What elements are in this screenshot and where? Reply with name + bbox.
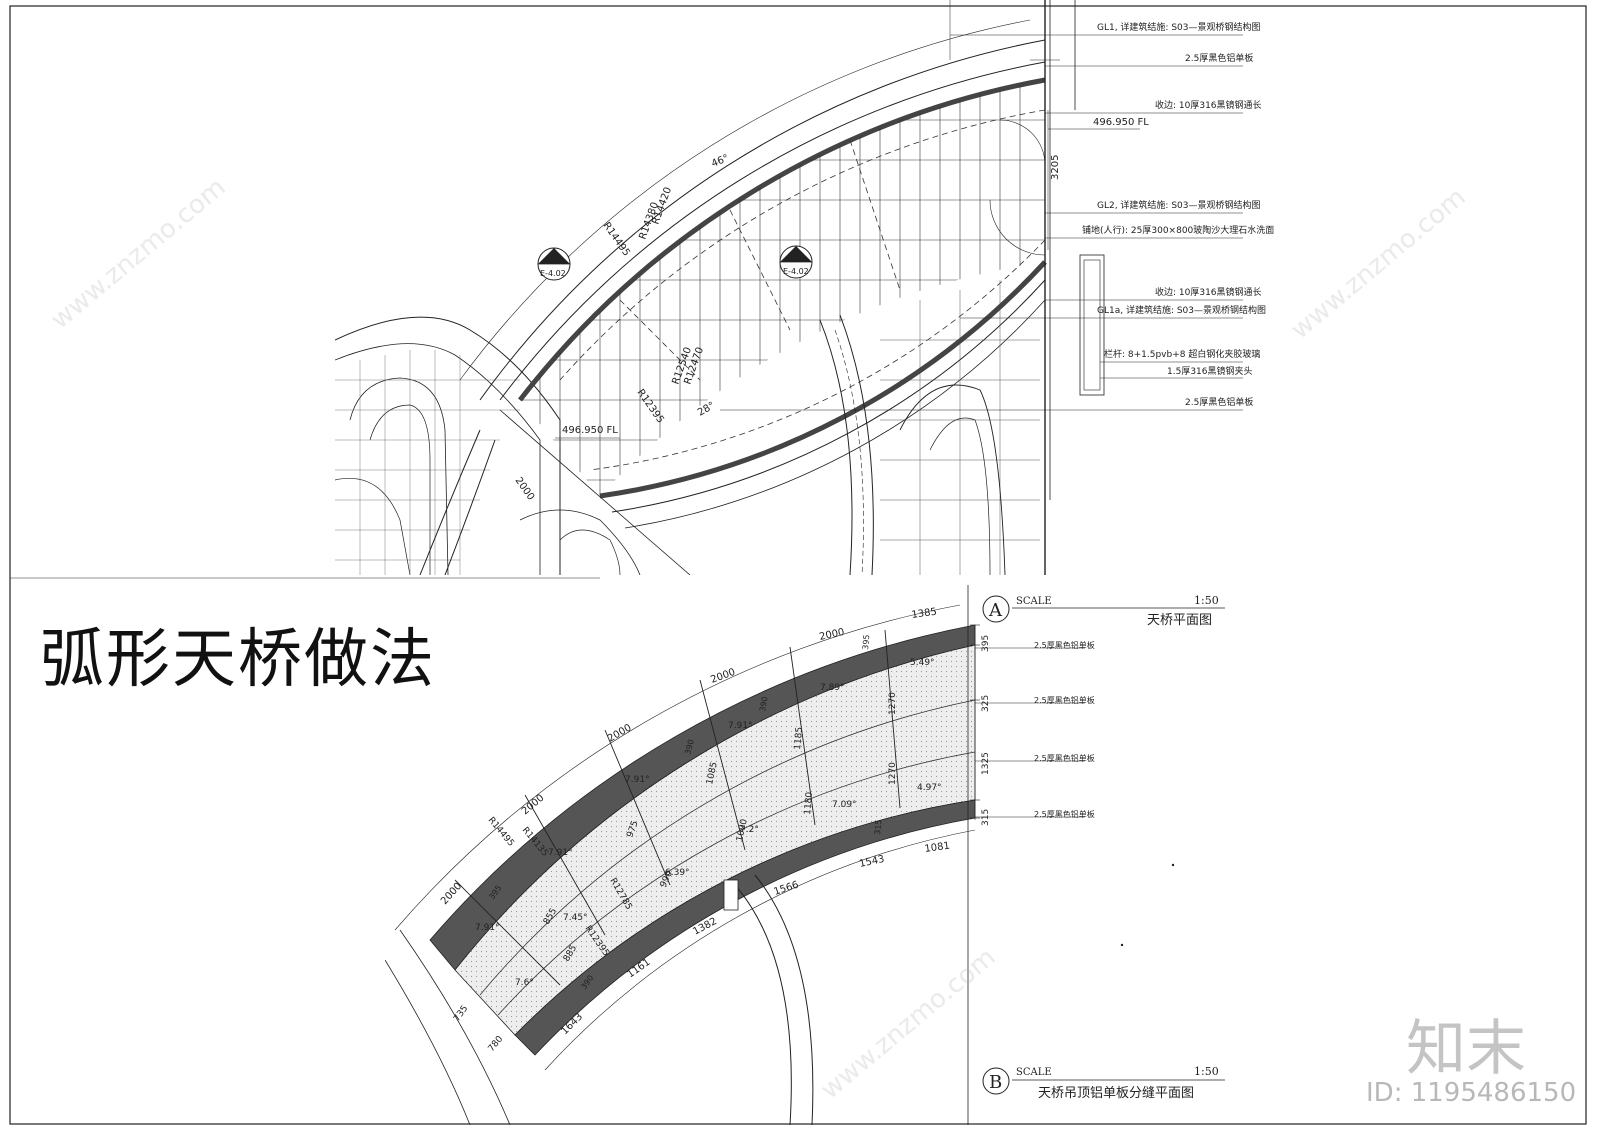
angle-5: 7.91° <box>548 848 573 858</box>
angle-10: 7.09° <box>832 800 857 810</box>
title-b-scale-label: SCALE <box>1016 1067 1052 1078</box>
edge-dim-2: 390 <box>758 696 770 713</box>
panel-label-2: 2.5厚黑色铝单板 <box>1034 695 1095 705</box>
angle-46: 46° <box>710 153 731 170</box>
width-1: 1270 <box>888 692 898 715</box>
section-marker-b: B E-4.02 <box>537 247 571 281</box>
angle-9: 7.2° <box>740 825 759 835</box>
outer-dim-3: 2000 <box>709 667 737 686</box>
inner-dim-1: 1081 <box>924 841 951 855</box>
outer-dim-5: 2000 <box>520 793 547 818</box>
callout-panel-1: 2.5厚黑色铝单板 <box>1185 52 1253 64</box>
drawing-title: 弧形天桥做法 <box>40 623 436 697</box>
title-b-name: 天桥吊顶铝单板分缝平面图 <box>1038 1086 1194 1101</box>
brand-logo: 知末 <box>1406 1014 1526 1084</box>
level-mark-1: 496.950 FL <box>1093 117 1149 128</box>
plan-a-leaders <box>555 34 1243 439</box>
inner-dim-3: 1566 <box>773 880 801 898</box>
outer-dim-4: 2000 <box>606 722 634 744</box>
watermark-text-1: www.znzmo.com <box>45 172 231 335</box>
inner-dim-2: 1543 <box>858 854 885 870</box>
angle-7: 7.6° <box>515 978 534 988</box>
width-6: 1090 <box>735 818 750 843</box>
panel-label-1: 2.5厚黑色铝单板 <box>1034 640 1095 650</box>
angle-28: 28° <box>696 400 717 418</box>
plan-b-right-dim-texts: 395 325 1325 315 2.5厚黑色铝单板 2.5厚黑色铝单板 2.5… <box>981 635 1095 826</box>
level-mark-2: 496.950 FL <box>562 425 618 436</box>
section-b-letter: B <box>550 254 556 263</box>
section-a-letter: A <box>792 252 798 261</box>
width-12: 780 <box>487 1034 506 1054</box>
id-label: ID: 1195486150 <box>1366 1078 1577 1108</box>
watermark-text-2: www.znzmo.com <box>815 942 1001 1105</box>
plan-b-drawing <box>385 604 976 1125</box>
width-4: 1180 <box>803 791 815 815</box>
watermark-text-3: www.znzmo.com <box>1285 182 1471 345</box>
right-dim-1: 395 <box>981 635 991 652</box>
title-a-name: 天桥平面图 <box>1147 613 1212 628</box>
plan-a-callouts: GL1, 详建筑结施: S03—景观桥钢结构图 2.5厚黑色铝单板 收边: 10… <box>1082 21 1274 408</box>
callout-gl1: GL1, 详建筑结施: S03—景观桥钢结构图 <box>1097 21 1261 33</box>
outer-dim-2: 2000 <box>818 627 845 643</box>
panel-label-3: 2.5厚黑色铝单板 <box>1034 753 1095 763</box>
plan-b-deck-annotations: 5.49° 7.89° 7.91° 7.91° 7.91° 7.91° 7.6°… <box>452 658 941 1054</box>
callout-gl1a: GL1a, 详建筑结施: S03—景观桥钢结构图 <box>1097 304 1266 316</box>
right-dim-2: 325 <box>981 695 991 712</box>
title-b-marker: B <box>989 1072 1002 1093</box>
angle-11: 4.97° <box>917 783 942 793</box>
section-a-ref: E-4.02 <box>783 267 809 276</box>
edge-dim-4: 315 <box>873 819 883 835</box>
outer-dim-1: 1385 <box>911 607 938 621</box>
angle-3: 7.91° <box>728 721 753 731</box>
callout-trim-1: 收边: 10厚316黑镜钢通长 <box>1155 99 1262 111</box>
section-b-ref: E-4.02 <box>540 269 566 278</box>
plan-a-drawing <box>335 0 1105 575</box>
plan-a-dimensions: 496.950 FL 496.950 FL 3205 46° 28° R1442… <box>513 117 1150 503</box>
title-a-scale-label: SCALE <box>1016 596 1052 607</box>
sheet-border <box>9 5 1587 1125</box>
edge-dim-3: 390 <box>683 738 696 755</box>
callout-railing: 栏杆: 8+1.5pvb+8 超白钢化夹胶玻璃 <box>1104 348 1260 360</box>
callout-clamp: 1.5厚316黑镜钢夹头 <box>1167 365 1253 377</box>
angle-2: 7.89° <box>820 683 845 693</box>
title-a-marker: A <box>988 600 1003 621</box>
edge-dim-1: 395 <box>861 634 871 650</box>
panel-label-4: 2.5厚黑色铝单板 <box>1034 809 1095 819</box>
right-dim-4: 315 <box>981 809 991 826</box>
width-5: 1085 <box>705 761 720 785</box>
width-2: 1270 <box>888 762 898 785</box>
right-dim-3: 1325 <box>981 752 991 775</box>
angle-8: 7.45° <box>563 913 588 923</box>
outer-dim-6: 2000 <box>439 881 464 907</box>
title-block-b: B SCALE 1:50 天桥吊顶铝单板分缝平面图 <box>982 1065 1225 1101</box>
b-radius-1: R14495 <box>486 816 516 849</box>
title-b-scale-value: 1:50 <box>1194 1065 1219 1078</box>
width-3: 1185 <box>793 727 805 751</box>
angle-4: 7.91° <box>625 775 650 785</box>
section-marker-a: A E-4.02 <box>779 245 813 279</box>
callout-gl2: GL2, 详建筑结施: S03—景观桥钢结构图 <box>1097 199 1261 211</box>
angle-6: 7.91° <box>475 923 500 933</box>
width-11: 735 <box>452 1004 470 1024</box>
callout-paving: 铺地(人行): 25厚300×800玻陶沙大理石水洗面 <box>1082 224 1274 236</box>
inner-aluminium-band <box>514 799 976 1056</box>
angle-1: 5.49° <box>910 658 935 668</box>
dim-3205: 3205 <box>1050 155 1061 180</box>
title-a-scale-value: 1:50 <box>1194 594 1219 607</box>
title-block-a: A SCALE 1:50 天桥平面图 <box>982 594 1225 628</box>
dim-2000: 2000 <box>513 475 537 502</box>
angle-12: 6.39° <box>665 868 690 878</box>
plan-b-right-dims <box>967 585 1085 1125</box>
callout-trim-2: 收边: 10厚316黑镜钢通长 <box>1155 286 1262 298</box>
radius-r12395: R12395 <box>635 387 666 425</box>
callout-panel-2: 2.5厚黑色铝单板 <box>1185 396 1253 408</box>
